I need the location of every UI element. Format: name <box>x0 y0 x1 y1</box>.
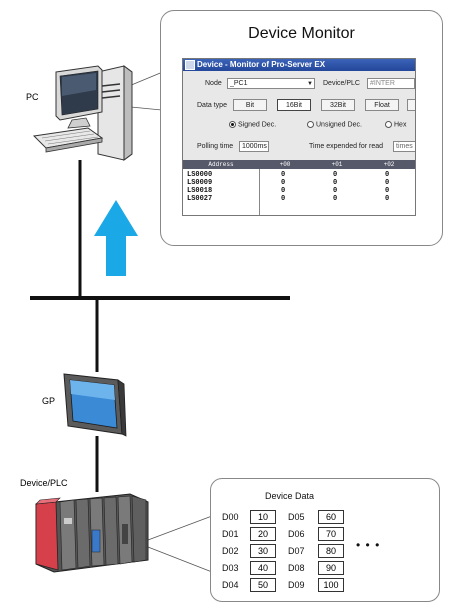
grid-value: 0 <box>333 179 338 187</box>
grid-address: LS0027 <box>187 195 213 203</box>
device-value: 80 <box>318 544 344 558</box>
32bit-button[interactable]: 32Bit <box>321 99 355 111</box>
16bit-button[interactable]: 16Bit <box>277 99 311 111</box>
grid-header-col: +01 <box>331 161 343 168</box>
gp-icon <box>63 373 127 437</box>
polling-label: Polling time <box>197 143 234 150</box>
callout-title: Device Monitor <box>248 25 355 42</box>
device-value: 10 <box>250 510 276 524</box>
device-address: D03 <box>222 563 239 573</box>
grid-header: Address +00 +01 +02 <box>183 160 415 169</box>
polling-field[interactable]: 1000ms <box>239 141 269 152</box>
time-field[interactable]: times <box>393 141 415 152</box>
grid-address: LS0000 <box>187 171 213 179</box>
device-value: 40 <box>250 561 276 575</box>
bit-button[interactable]: Bit <box>233 99 267 111</box>
device-value: 60 <box>318 510 344 524</box>
device-value: 30 <box>250 544 276 558</box>
monitor-grid: Address +00 +01 +02 LS0000 0 0 0 LS0009 … <box>183 160 415 215</box>
grid-value: 0 <box>385 195 390 203</box>
device-address: D01 <box>222 529 239 539</box>
grid-value: 0 <box>385 179 390 187</box>
device-plc-field[interactable]: #INTER <box>367 78 415 89</box>
radio-off-icon <box>307 121 314 128</box>
device-value: 50 <box>250 578 276 592</box>
grid-value: 0 <box>333 195 338 203</box>
upload-arrow <box>94 200 138 276</box>
more-button[interactable] <box>407 99 415 111</box>
grid-value: 0 <box>281 179 286 187</box>
node-select[interactable]: _PC1 ▼ <box>227 78 315 89</box>
gp-label: GP <box>42 396 56 406</box>
radio-unsigned[interactable]: Unsigned Dec. <box>307 121 362 128</box>
grid-header-address: Address <box>208 161 234 168</box>
grid-divider <box>259 169 260 215</box>
device-address: D06 <box>288 529 305 539</box>
grid-address: LS0009 <box>187 179 213 187</box>
grid-value: 0 <box>281 187 286 195</box>
grid-header-col: +02 <box>383 161 395 168</box>
grid-value: 0 <box>385 187 390 195</box>
pc-icon <box>32 65 133 161</box>
device-address: D09 <box>288 580 305 590</box>
grid-value: 0 <box>333 187 338 195</box>
grid-value: 0 <box>333 171 338 179</box>
window-title: Device - Monitor of Pro-Server EX <box>197 60 326 69</box>
window-titlebar: Device - Monitor of Pro-Server EX <box>183 59 415 71</box>
device-address: D00 <box>222 512 239 522</box>
data-pointer-top <box>147 515 213 541</box>
chevron-down-icon: ▼ <box>307 81 313 87</box>
device-plc-caption: Device/PLC <box>20 478 68 488</box>
radio-hex[interactable]: Hex <box>385 121 406 128</box>
float-button[interactable]: Float <box>365 99 399 111</box>
device-value: 20 <box>250 527 276 541</box>
grid-address: LS0018 <box>187 187 213 195</box>
window-app-icon <box>185 59 195 70</box>
data-pointer-bottom <box>147 546 213 573</box>
radio-signed[interactable]: Signed Dec. <box>229 121 276 128</box>
grid-value: 0 <box>281 195 286 203</box>
device-plc-label: Device/PLC <box>323 80 360 87</box>
device-value: 70 <box>318 527 344 541</box>
plc-icon <box>35 493 149 573</box>
node-value: _PC1 <box>230 80 248 87</box>
data-type-label: Data type <box>197 102 227 109</box>
device-address: D05 <box>288 512 305 522</box>
device-value: 90 <box>318 561 344 575</box>
device-address: D02 <box>222 546 239 556</box>
radio-on-icon <box>229 121 236 128</box>
device-address: D08 <box>288 563 305 573</box>
device-value: 100 <box>318 578 344 592</box>
device-data-title: Device Data <box>265 491 315 501</box>
grid-value: 0 <box>281 171 286 179</box>
grid-header-col: +00 <box>279 161 291 168</box>
node-label: Node <box>205 80 222 87</box>
device-address: D07 <box>288 546 305 556</box>
more-data-ellipsis: • • • <box>356 538 381 552</box>
time-label: Time expended for read <box>309 143 384 150</box>
radio-off-icon <box>385 121 392 128</box>
device-address: D04 <box>222 580 239 590</box>
pc-label: PC <box>26 92 39 102</box>
device-monitor-window: Device - Monitor of Pro-Server EX Node _… <box>182 58 416 216</box>
grid-value: 0 <box>385 171 390 179</box>
